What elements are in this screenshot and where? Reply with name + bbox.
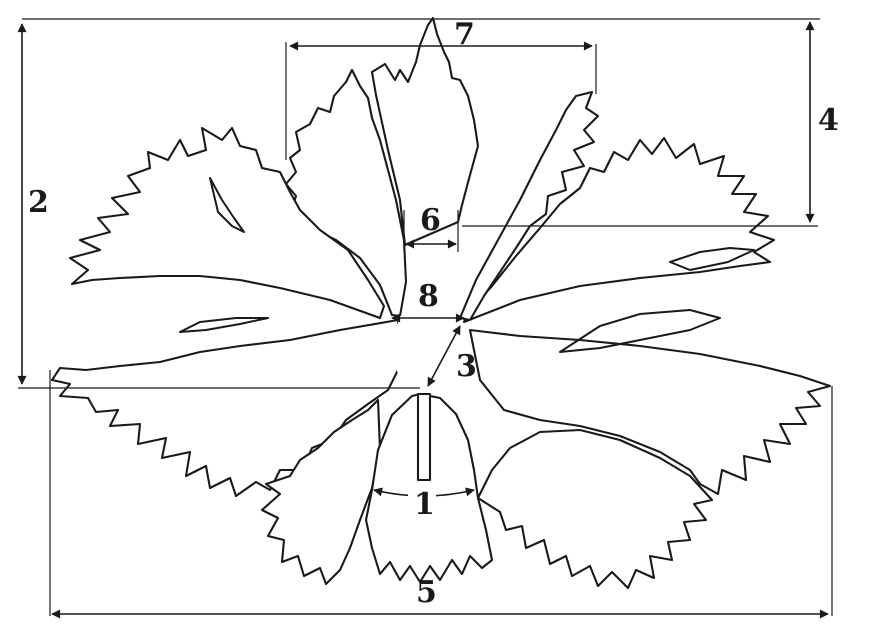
dimension-labels: 1 2 3 4 5 6 7 8	[28, 17, 839, 610]
inner-fold-right	[669, 247, 755, 271]
inner-fold-bottom-left	[179, 317, 269, 333]
upper-right-lobe	[458, 90, 600, 322]
petiole	[416, 392, 432, 482]
label-3: 3	[456, 349, 477, 384]
dim-arrow-3	[427, 325, 461, 387]
bottom-right-lobe	[476, 428, 714, 590]
inner-fold-left	[209, 177, 245, 233]
label-6: 6	[420, 203, 441, 238]
top-central-lobe	[370, 16, 480, 247]
label-4: 4	[818, 103, 839, 138]
guide-lines	[18, 18, 833, 616]
label-8: 8	[418, 279, 439, 314]
bottom-left-lobe	[260, 398, 382, 586]
dimension-arrows	[17, 21, 829, 619]
lower-left-lobe	[50, 318, 404, 498]
lower-right-lobe	[468, 328, 832, 496]
label-1: 1	[414, 487, 435, 522]
left-lobe	[68, 126, 386, 320]
label-2: 2	[28, 185, 49, 220]
leaf-outline	[50, 16, 832, 590]
label-5: 5	[416, 575, 437, 610]
right-lobe	[462, 136, 776, 324]
inner-fold-lower-right	[559, 309, 721, 353]
label-7: 7	[454, 17, 475, 52]
